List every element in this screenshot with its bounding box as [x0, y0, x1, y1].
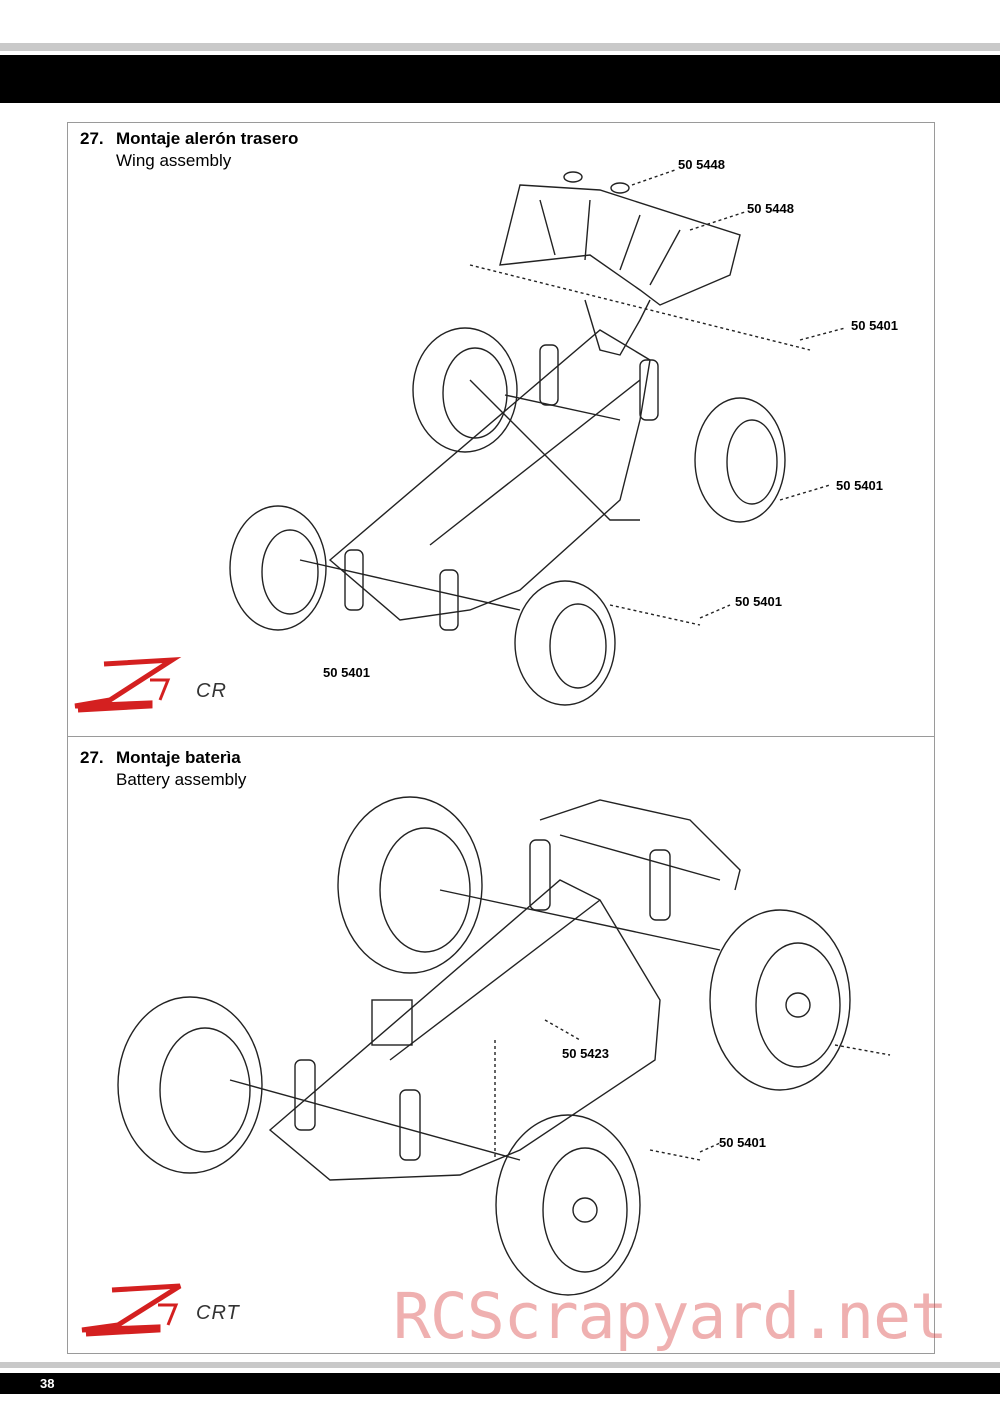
truggy-diagram: [117, 796, 891, 1296]
step-title-battery: 27.Montaje baterìa: [80, 748, 241, 767]
wheel-rear-right: [694, 397, 786, 523]
chassis-plate: [328, 329, 651, 621]
part-label: 50 5401: [719, 1135, 766, 1150]
wing-button-left: [563, 171, 583, 183]
truggy-shock-front-left: [294, 1059, 316, 1131]
shock-rear-right: [639, 359, 659, 421]
shock-front-right: [439, 569, 459, 631]
step-subtitle-wing: Wing assembly: [116, 151, 232, 170]
rear-cage: [539, 799, 741, 891]
step-subtitle-battery: Battery assembly: [116, 770, 247, 789]
part-label: 50 5448: [678, 157, 725, 172]
truggy-chassis: [268, 879, 661, 1181]
part-label: 50 5423: [562, 1046, 609, 1061]
part-label: 50 5401: [836, 478, 883, 493]
zi8-crt-logo: [81, 1283, 182, 1337]
wheel-front-left: [229, 505, 327, 631]
battery-box: [371, 999, 413, 1046]
zi8-cr-logo: [74, 656, 182, 713]
step-title-wing: 27.Montaje alerón trasero: [80, 129, 299, 148]
part-label: 50 5401: [851, 318, 898, 333]
header-bar: [0, 55, 1000, 103]
truggy-wheel-front-left: [117, 996, 263, 1174]
truggy-shock-rear-left: [529, 839, 551, 911]
wing-mount: [584, 299, 651, 356]
wing-button-right: [610, 182, 630, 194]
truggy-shock-rear-right: [649, 849, 671, 921]
truggy-wheel-rear-left: [337, 796, 483, 974]
shock-front-left: [344, 549, 364, 611]
wheel-rear-left: [412, 327, 518, 453]
battery-assembly-panel: [67, 736, 935, 1354]
logo-text-crt: CRT: [196, 1302, 240, 1324]
part-label: 50 5401: [735, 594, 782, 609]
watermark: RCScrapyard.net: [393, 1280, 948, 1353]
part-label: 50 5448: [747, 201, 794, 216]
wheel-front-right: [514, 580, 616, 706]
bottom-gray-stripe: [0, 1362, 1000, 1368]
buggy-diagram: [229, 169, 846, 706]
logo-text-cr: CR: [196, 680, 227, 702]
shock-rear-left: [539, 344, 559, 406]
footer-bar: [0, 1373, 1000, 1394]
truggy-wheel-rear-right: [709, 909, 851, 1091]
rear-wing: [499, 184, 741, 306]
page-number: 38: [40, 1376, 55, 1391]
top-gray-stripe: [0, 43, 1000, 51]
part-label: 50 5401: [323, 665, 370, 680]
truggy-wheel-front-right: [495, 1114, 641, 1296]
truggy-shock-front-right: [399, 1089, 421, 1161]
